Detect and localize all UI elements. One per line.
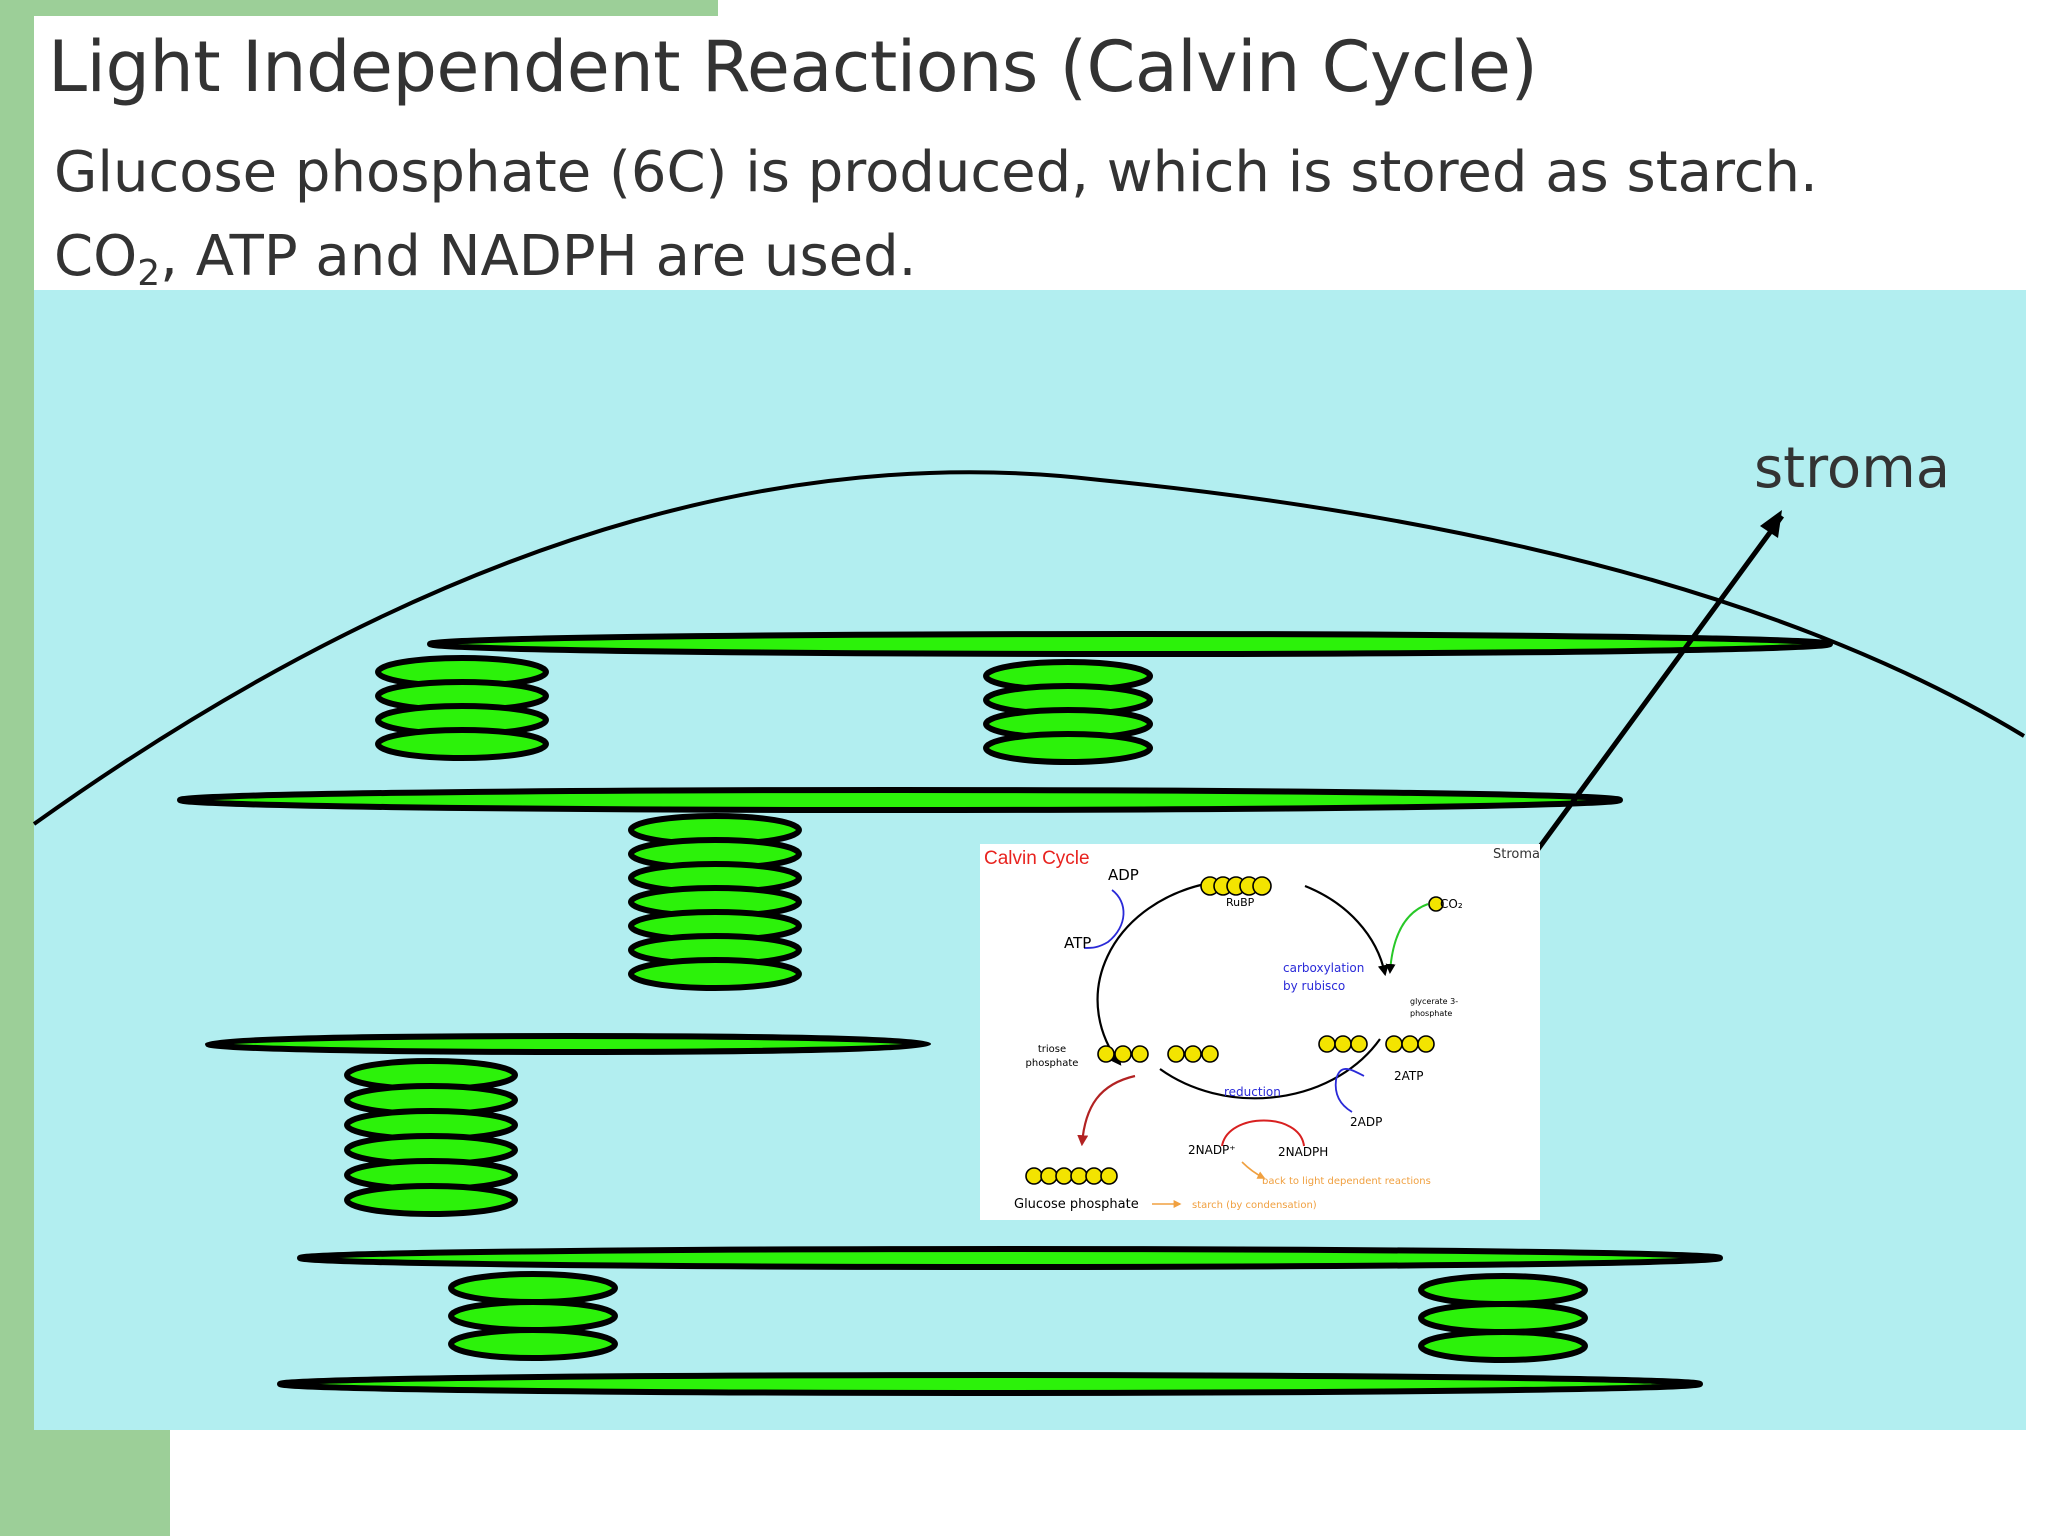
granum-disc [1418,1329,1588,1363]
granum-disc [1418,1273,1588,1307]
accent-bar-top [0,0,718,16]
slide-title: Light Independent Reactions (Calvin Cycl… [48,26,1538,108]
starch-label: starch (by condensation) [1192,1200,1317,1211]
inputs-statement: CO2, ATP and NADPH are used. [54,224,917,292]
carbon-atom [1201,1045,1219,1063]
co2-subscript: 2 [137,253,161,294]
glucose-phosphate-label: Glucose phosphate [1014,1197,1139,1212]
stroma-pointer-arrowhead [1760,510,1782,538]
granum-disc [628,957,802,991]
carbon-atom [1385,1035,1403,1053]
carbon-atom [1055,1167,1073,1185]
inset-title: Calvin Cycle [984,848,1090,869]
thylakoid-lamella [297,1246,1723,1270]
granum-disc [1418,1301,1588,1335]
thylakoid-lamella [205,1033,931,1055]
accent-bar-bottom [0,1430,170,1536]
carbon-atom [1131,1045,1149,1063]
two-nadp-label: 2NADP⁺ [1188,1143,1236,1157]
glycerate-label-1: glycerate 3- [1410,997,1458,1006]
two-atp-label: 2ATP [1394,1069,1423,1083]
calvin-cycle-inset: Calvin Cycle Stroma ADP ATP RuBP CO₂ car… [980,844,1540,1220]
thylakoid-lamella [277,1372,1703,1396]
calvin-cycle-diagram: Calvin Cycle Stroma ADP ATP RuBP CO₂ car… [984,847,1540,1212]
co2-text: CO [54,224,138,289]
atp-label: ATP [1064,934,1091,952]
cycle-arc-bottom [1159,1038,1381,1100]
thylakoid-layer [177,631,1833,1396]
reduction-label: reduction [1224,1085,1281,1099]
carbon-atom [1318,1035,1336,1053]
back-to-light-arrow [1241,1161,1266,1179]
granum-disc [448,1271,618,1305]
atp-adp-arrow-right [1334,1068,1365,1113]
carbon-atom [1401,1035,1419,1053]
carbon-atom [1252,876,1272,896]
triose-label-2: phosphate [1026,1058,1079,1069]
cycle-arc-left [1096,882,1206,1066]
inset-stroma-label: Stroma [1493,847,1540,862]
adp-label: ADP [1108,866,1139,884]
granum-disc [448,1299,618,1333]
accent-bar-left [0,0,34,1536]
carbon-atom [1085,1167,1103,1185]
inputs-text: , ATP and NADPH are used. [160,224,917,289]
glucose-arrow [1077,1074,1136,1147]
nadph-arrow [1221,1119,1305,1147]
carbon-atom [1167,1045,1185,1063]
carboxylation-label-2: by rubisco [1283,979,1345,993]
stroma-label: stroma [1754,436,1951,501]
stroma-pointer-arrow [1533,514,1785,854]
rubp-label: RuBP [1226,896,1255,909]
carbon-atom [1350,1035,1368,1053]
two-nadph-label: 2NADPH [1278,1145,1328,1159]
co2-arrow [1385,903,1429,974]
carbon-atom [1417,1035,1435,1053]
glycerate-label-2: phosphate [1410,1009,1452,1018]
chloroplast-membrane-curve [32,470,2026,826]
carbon-atom [1114,1045,1132,1063]
adp-atp-arrow [1083,889,1125,949]
thylakoid-lamella [427,631,1833,657]
granum-disc [375,727,549,761]
co2-label: CO₂ [1440,897,1463,911]
carbon-atom [1025,1167,1043,1185]
carbon-atom [1097,1045,1115,1063]
carboxylation-label-1: carboxylation [1283,961,1364,975]
granum-disc [344,1183,518,1217]
carbon-atom [1100,1167,1118,1185]
triose-label-1: triose [1038,1044,1066,1055]
carbon-atom [1334,1035,1352,1053]
carbon-atom [1040,1167,1058,1185]
carbon-atom [1070,1167,1088,1185]
two-adp-label: 2ADP [1350,1115,1382,1129]
cycle-arc-right [1304,884,1389,977]
glucose-statement: Glucose phosphate (6C) is produced, whic… [54,140,1818,205]
thylakoid-lamella [177,787,1623,813]
carbon-atom [1428,896,1444,912]
granum-disc [983,731,1153,765]
carbon-atom [1184,1045,1202,1063]
back-to-light-label: back to light dependent reactions [1262,1176,1431,1187]
carbon-atom-groups [1025,876,1444,1185]
granum-disc [448,1327,618,1361]
